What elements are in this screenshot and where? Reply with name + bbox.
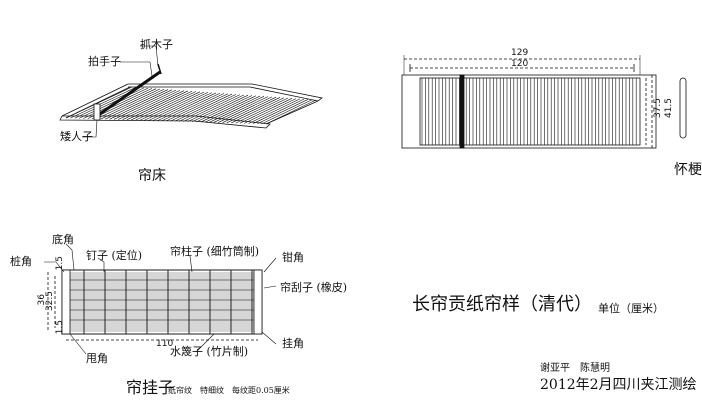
caption-huai-geng: 怀梗 xyxy=(674,162,702,178)
lian-plan-view xyxy=(401,55,687,149)
label-shui-long-zi: 水篾子 (竹片制) xyxy=(170,345,249,358)
lian-chuang-perspective xyxy=(59,45,323,138)
dim-outer-width: 129 xyxy=(511,48,529,58)
label-lian-gua-zi: 帘刮子 (橡皮) xyxy=(280,281,348,294)
slat xyxy=(218,96,273,123)
lian-gua-zi-view xyxy=(44,243,277,355)
slat xyxy=(200,95,257,123)
drawing-title: 长帘贡纸帘样（清代） xyxy=(412,294,592,315)
slat xyxy=(100,88,165,120)
slat xyxy=(65,86,133,119)
label-zhua-mu-zi: 抓木子 xyxy=(140,38,173,51)
label-pai-shou-zi: 拍手子 xyxy=(88,55,121,68)
slat xyxy=(109,89,173,120)
slat xyxy=(170,93,229,122)
label-zhu-jiao: 桩角 xyxy=(10,255,32,268)
slat xyxy=(161,92,221,122)
slat xyxy=(96,88,161,120)
slat xyxy=(239,98,293,124)
slat xyxy=(131,90,193,121)
slat xyxy=(122,90,185,120)
slat xyxy=(165,93,225,122)
dim-left-b: 32.5 xyxy=(45,291,55,312)
slat xyxy=(70,87,137,119)
slat xyxy=(213,96,269,123)
slat xyxy=(178,94,237,122)
slat xyxy=(157,92,217,122)
slat xyxy=(261,99,313,125)
caption-lian-chuang: 帘床 xyxy=(138,168,166,184)
dim-left-c: 1.5 xyxy=(55,320,65,335)
drawing-unit: 单位（厘米） xyxy=(598,302,664,315)
slat xyxy=(191,94,249,123)
slat xyxy=(139,91,201,121)
slat xyxy=(105,89,169,120)
dim-height-a: 37.5 xyxy=(653,98,663,119)
slat xyxy=(244,98,297,124)
dim-top-small: 1.5 xyxy=(55,256,65,271)
slat xyxy=(257,99,309,125)
label-qian-jiao: 钳角 xyxy=(282,251,304,264)
slat xyxy=(183,94,241,122)
slat xyxy=(78,87,145,119)
label-gua-jiao: 挂角 xyxy=(282,337,304,350)
caption-note: 纸帘纹 特细纹 每纹距0.05厘米 xyxy=(168,386,290,395)
caption-lian-gua-zi: 帘挂子 xyxy=(126,378,175,397)
slat xyxy=(235,97,289,124)
dim-height-b: 41.5 xyxy=(664,98,674,119)
slat xyxy=(144,91,205,121)
slat xyxy=(174,93,233,122)
slat xyxy=(113,89,177,120)
slat xyxy=(205,95,261,123)
slat xyxy=(209,96,265,123)
drawing-date: 2012年2月四川夹江测绘 xyxy=(540,377,697,393)
slat xyxy=(126,90,189,121)
slat xyxy=(118,90,181,120)
label-lian-zhu-zi: 帘柱子 (细竹筒制) xyxy=(170,245,260,258)
dim-length: 110 xyxy=(156,339,174,349)
slat xyxy=(91,88,157,120)
slat xyxy=(248,98,301,124)
slat xyxy=(148,92,209,121)
slat xyxy=(226,97,281,124)
label-ai-ren-zi: 矮人子 xyxy=(60,130,93,143)
slat xyxy=(265,99,317,125)
dim-inner-width: 120 xyxy=(511,59,529,69)
drawing-authors: 谢亚平 陈慧明 xyxy=(540,363,610,374)
slat xyxy=(231,97,285,124)
slat xyxy=(152,92,213,121)
slat xyxy=(196,95,253,123)
label-di-jiao: 底角 xyxy=(52,233,74,246)
slat xyxy=(135,91,197,121)
label-shuai-jiao: 甩角 xyxy=(86,352,108,365)
slat xyxy=(252,98,305,124)
slat xyxy=(222,96,277,123)
label-ding-zi: 钉子 (定位) xyxy=(86,249,143,262)
slat xyxy=(187,94,245,122)
